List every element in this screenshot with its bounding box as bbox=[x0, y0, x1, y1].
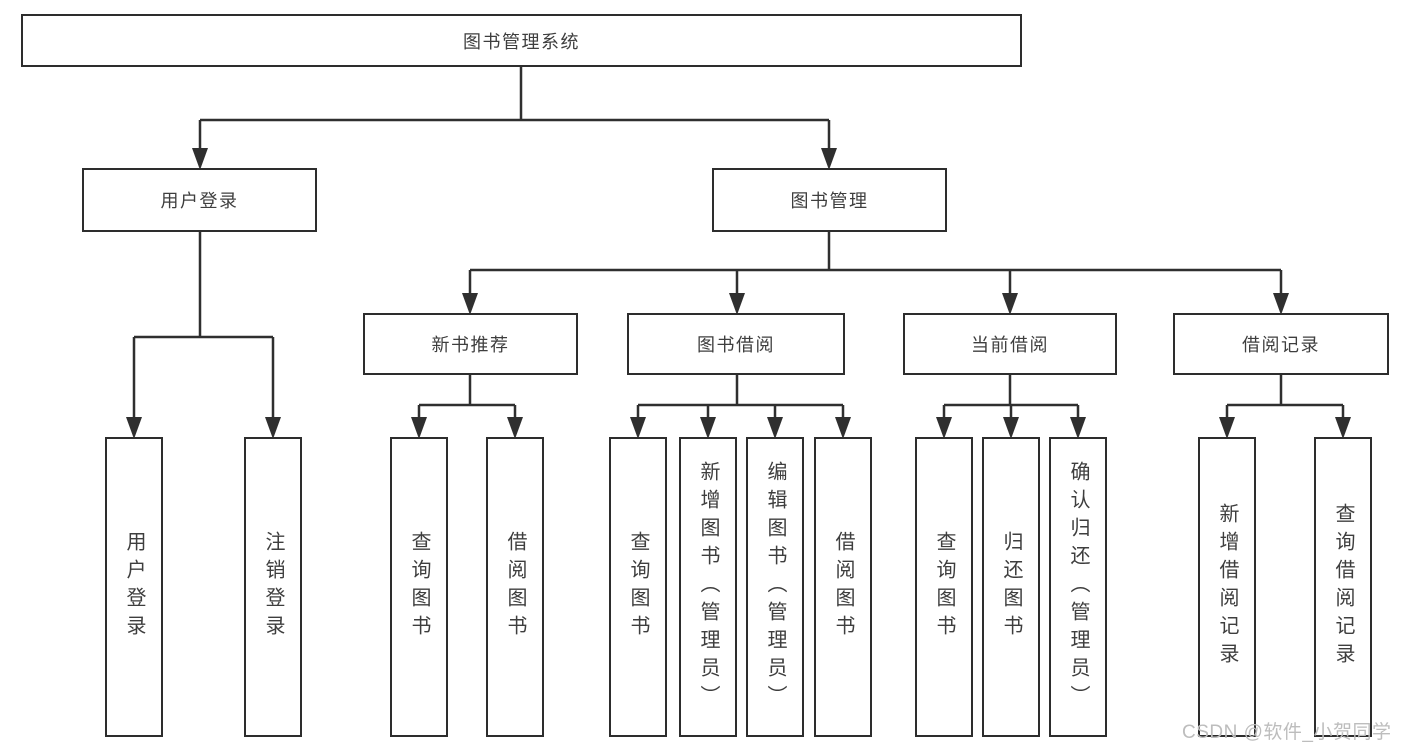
node-current-borrow: 当前借阅 bbox=[903, 313, 1117, 375]
node-book-borrow-label: 图书借阅 bbox=[697, 335, 775, 355]
leaf-records-add-record: 新增借阅记录 bbox=[1198, 437, 1256, 737]
node-book-borrow: 图书借阅 bbox=[627, 313, 845, 375]
leaf-recommend-query-books-label: 查询图书 bbox=[408, 531, 430, 643]
leaf-current-confirm-return-admin: 确认归还（管理员） bbox=[1049, 437, 1107, 737]
leaf-current-query-books-label: 查询图书 bbox=[933, 531, 955, 643]
leaf-current-return-books: 归还图书 bbox=[982, 437, 1040, 737]
leaf-user-login: 用户登录 bbox=[105, 437, 163, 737]
leaf-borrow-borrow-books: 借阅图书 bbox=[814, 437, 872, 737]
leaf-recommend-query-books: 查询图书 bbox=[390, 437, 448, 737]
leaf-recommend-borrow-books-label: 借阅图书 bbox=[504, 531, 526, 643]
node-new-book-recommend: 新书推荐 bbox=[363, 313, 578, 375]
leaf-current-confirm-return-admin-label: 确认归还（管理员） bbox=[1067, 461, 1089, 713]
leaf-user-login-label: 用户登录 bbox=[123, 531, 145, 643]
leaf-recommend-borrow-books: 借阅图书 bbox=[486, 437, 544, 737]
leaf-records-query-record-label: 查询借阅记录 bbox=[1332, 503, 1354, 671]
leaf-records-add-record-label: 新增借阅记录 bbox=[1216, 503, 1238, 671]
leaf-borrow-borrow-books-label: 借阅图书 bbox=[832, 531, 854, 643]
leaf-current-return-books-label: 归还图书 bbox=[1000, 531, 1022, 643]
leaf-logout-login: 注销登录 bbox=[244, 437, 302, 737]
node-root-system-label: 图书管理系统 bbox=[463, 31, 580, 52]
leaf-borrow-query-books-label: 查询图书 bbox=[627, 531, 649, 643]
leaf-borrow-query-books: 查询图书 bbox=[609, 437, 667, 737]
node-book-management: 图书管理 bbox=[712, 168, 947, 232]
leaf-logout-login-label: 注销登录 bbox=[262, 531, 284, 643]
node-borrow-records: 借阅记录 bbox=[1173, 313, 1389, 375]
csdn-watermark: CSDN @软件_小贺同学 bbox=[1182, 722, 1392, 743]
leaf-records-query-record: 查询借阅记录 bbox=[1314, 437, 1372, 737]
leaf-borrow-edit-books-admin: 编辑图书（管理员） bbox=[746, 437, 804, 737]
node-book-management-label: 图书管理 bbox=[790, 191, 869, 211]
node-user-login-label: 用户登录 bbox=[160, 191, 239, 211]
leaf-borrow-add-books-admin: 新增图书（管理员） bbox=[679, 437, 737, 737]
node-current-borrow-label: 当前借阅 bbox=[971, 335, 1049, 355]
node-new-book-recommend-label: 新书推荐 bbox=[431, 335, 510, 355]
node-user-login: 用户登录 bbox=[82, 168, 317, 232]
leaf-current-query-books: 查询图书 bbox=[915, 437, 973, 737]
node-root-system: 图书管理系统 bbox=[21, 14, 1022, 67]
leaf-borrow-edit-books-admin-label: 编辑图书（管理员） bbox=[764, 461, 786, 713]
leaf-borrow-add-books-admin-label: 新增图书（管理员） bbox=[697, 461, 719, 713]
node-borrow-records-label: 借阅记录 bbox=[1242, 335, 1320, 355]
